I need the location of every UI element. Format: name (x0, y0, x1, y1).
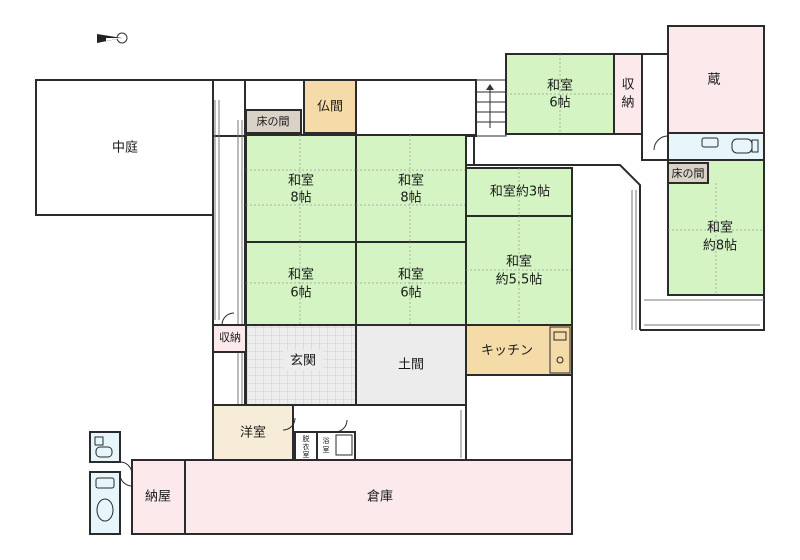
toilet-icon (701, 137, 759, 154)
washitsu-6a-label-1: 和室 (288, 267, 314, 283)
tokonoma-main (245, 109, 302, 134)
kura-label: 蔵 (707, 73, 720, 88)
washitsu-east-label-1: 和室 (707, 220, 733, 236)
souko-label: 倉庫 (367, 490, 393, 505)
doma-label: 土間 (398, 358, 424, 373)
washitsu-6b-label-1: 和室 (398, 267, 424, 283)
bath-room: 浴 室 (316, 431, 356, 461)
souko (184, 459, 573, 535)
washitsu-6b: 和室 6帖 (355, 241, 467, 326)
washitsu-8a-label-1: 和室 (288, 173, 314, 189)
dressing-room: 脱 衣 室 (294, 431, 318, 461)
svg-text:脱: 脱 (303, 434, 310, 443)
toilet-east (653, 132, 765, 161)
toilet-west-2 (89, 471, 121, 535)
stairs-icon (475, 79, 507, 137)
sink-icon (553, 331, 567, 341)
washitsu-6a: 和室 6帖 (245, 241, 357, 326)
genkan: 玄関 (245, 324, 357, 406)
butsuma-label: 仏間 (317, 100, 343, 115)
washitsu-8a: 和室 8帖 (245, 134, 357, 243)
kitchen-label: キッチン (481, 344, 533, 359)
toilet-west-1 (89, 431, 121, 463)
svg-text:室: 室 (323, 445, 330, 454)
washitsu-top-label-1: 和室 (547, 78, 573, 94)
yoshitsu-label: 洋室 (240, 425, 266, 441)
courtyard (35, 79, 214, 216)
washitsu-55: 和室 約5.5帖 (465, 215, 573, 326)
genkan-label: 玄関 (290, 354, 316, 369)
washitsu-east: 床の間 和室 約8帖 (667, 159, 765, 296)
washitsu-6b-label-2: 6帖 (400, 286, 421, 301)
washitsu-8b: 和室 8帖 (355, 134, 467, 243)
yoshitsu (212, 404, 294, 461)
washitsu-55-label-2: 約5.5帖 (496, 273, 543, 288)
kitchen: キッチン (465, 324, 573, 376)
naya-label: 納屋 (145, 490, 171, 505)
washitsu-top: 和室 6帖 (505, 53, 615, 135)
washitsu-8b-label-2: 8帖 (400, 191, 421, 206)
courtyard-label: 中庭 (112, 140, 138, 156)
washitsu-3: 和室約3帖 (465, 167, 573, 217)
butsuma (303, 79, 357, 134)
washitsu-east-label-2: 約8帖 (703, 239, 737, 254)
storage-top: 収 納 (613, 53, 643, 135)
bathtub-icon (335, 434, 353, 456)
compass-icon (97, 32, 128, 44)
storage-west (212, 324, 247, 353)
svg-text:床の間: 床の間 (672, 166, 705, 180)
washitsu-6a-label-2: 6帖 (290, 286, 311, 301)
tokonoma-main-label: 床の間 (257, 114, 290, 128)
washitsu-top-label-2: 6帖 (549, 96, 570, 111)
storage-top-label-2: 納 (621, 96, 634, 111)
washitsu-3-label: 和室約3帖 (490, 184, 550, 200)
svg-text:室: 室 (303, 450, 310, 459)
storage-west-label: 収納 (219, 331, 241, 344)
svg-text:衣: 衣 (303, 442, 310, 451)
washitsu-8a-label-2: 8帖 (290, 191, 311, 206)
washitsu-55-label-1: 和室 (506, 254, 532, 270)
washitsu-8b-label-1: 和室 (398, 173, 424, 189)
storage-top-label-1: 収 (621, 78, 634, 93)
svg-text:浴: 浴 (323, 436, 330, 445)
